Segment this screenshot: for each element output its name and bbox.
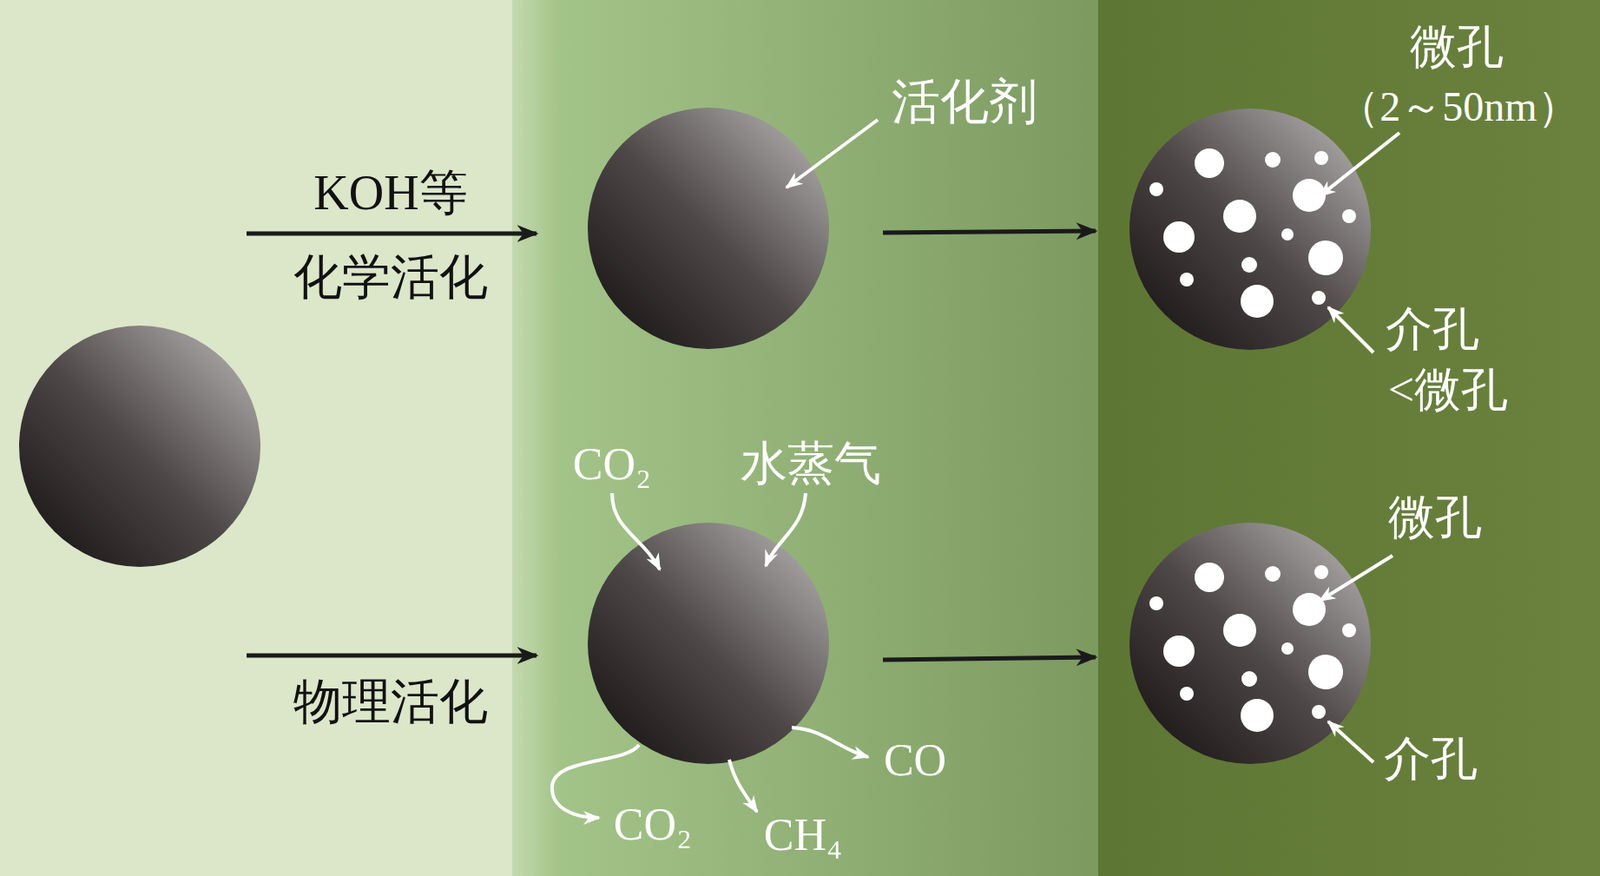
pore — [1240, 698, 1274, 732]
pore-label: 介孔 — [1383, 733, 1478, 785]
callout-label: 活化剂 — [891, 75, 1038, 130]
pore — [1342, 623, 1357, 638]
pore — [1179, 686, 1194, 701]
leader-line — [1328, 721, 1374, 763]
leader-line — [1319, 555, 1393, 601]
pore — [1241, 256, 1258, 273]
pore — [1264, 151, 1281, 168]
pore — [1264, 566, 1281, 582]
leader-line — [1328, 307, 1374, 353]
pore — [1308, 654, 1344, 690]
pore-label: 微孔 — [1388, 492, 1482, 544]
pore — [1240, 284, 1274, 318]
chem-activating-sphere — [587, 107, 830, 349]
gas-label: CH₄ — [763, 809, 843, 860]
pore — [1163, 635, 1195, 667]
gas-out-arrow — [791, 727, 869, 758]
gas-label: CO₂ — [572, 439, 652, 489]
pore — [1223, 613, 1257, 647]
pore — [1241, 671, 1258, 687]
pore — [1194, 562, 1225, 593]
pore-label: <微孔 — [1388, 364, 1508, 416]
raw-carbon-sphere — [19, 325, 261, 567]
gas-in-arrow — [765, 493, 806, 567]
reagent-label: KOH等 — [313, 166, 468, 221]
method-label: 化学活化 — [293, 250, 488, 305]
pore — [1308, 240, 1344, 276]
pore-size-label: （2～50nm） — [1337, 84, 1579, 131]
gas-label: 水蒸气 — [740, 438, 882, 490]
pore — [1311, 290, 1326, 305]
leader-line — [1319, 132, 1400, 197]
process-arrow — [246, 231, 537, 237]
process-arrow — [882, 230, 1096, 233]
gas-label: CO₂ — [613, 799, 692, 850]
process-arrow — [882, 657, 1096, 660]
right-band — [1098, 0, 1600, 876]
pore-label: 介孔 — [1385, 303, 1480, 356]
gas-label: CO — [883, 735, 947, 785]
pore — [1342, 209, 1357, 224]
pore — [1194, 148, 1225, 178]
pore — [1281, 642, 1294, 655]
pore — [1314, 565, 1329, 580]
pore — [1149, 596, 1164, 611]
pore-label: 微孔 — [1409, 21, 1504, 73]
pore — [1223, 199, 1257, 233]
method-label: 物理活化 — [293, 675, 488, 730]
pore — [1163, 221, 1195, 253]
pore — [1281, 228, 1294, 241]
pore — [1311, 704, 1326, 719]
pore — [1149, 182, 1164, 197]
gas-in-arrow — [612, 493, 660, 570]
middle-band — [512, 0, 1099, 876]
pore — [1292, 592, 1326, 626]
pore — [1179, 272, 1194, 287]
pore — [1314, 151, 1329, 165]
leader-line — [786, 119, 878, 188]
gas-out-arrow — [729, 759, 758, 812]
process-arrow — [246, 653, 537, 659]
